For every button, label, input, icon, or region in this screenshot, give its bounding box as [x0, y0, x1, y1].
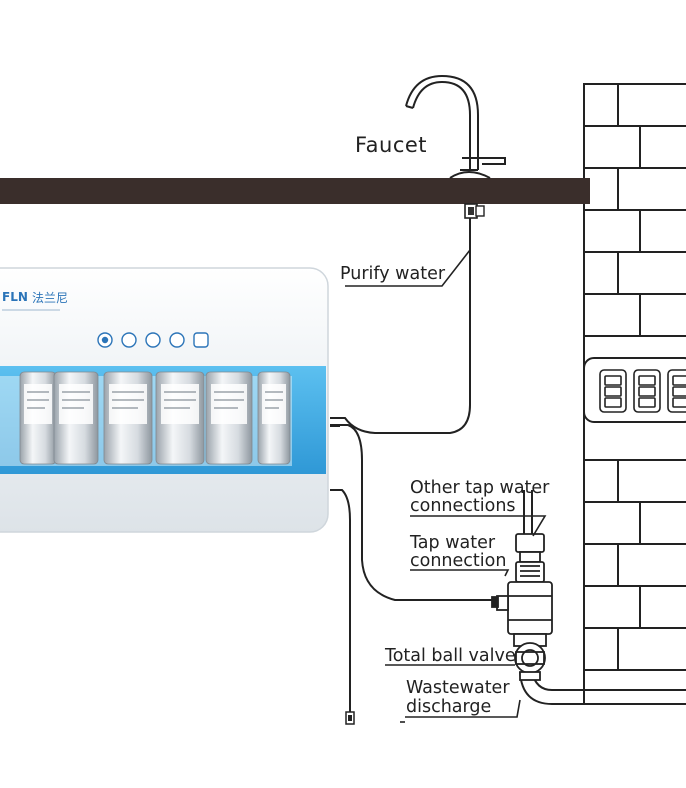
label-tap-water-line2: connection: [410, 551, 506, 571]
wall-switch-panel: [583, 357, 686, 423]
ball-valve-icon: [513, 633, 547, 681]
label-faucet: Faucet: [355, 133, 427, 157]
switch-3: [667, 369, 686, 413]
filter-cartridge-3: [103, 371, 153, 465]
filter-cartridge-5: [205, 371, 253, 465]
brand-logo: FLN: [2, 290, 28, 304]
filter-cartridge-1: [19, 371, 57, 465]
control-button-2: [121, 332, 137, 348]
filter-cartridges: [19, 371, 291, 465]
switch-1: [599, 369, 627, 413]
label-wastewater-line2: discharge: [406, 697, 491, 717]
filter-cartridge-6: [257, 371, 291, 465]
drain-clip: [345, 711, 355, 725]
brand-name: 法兰尼: [32, 291, 68, 305]
purified-water-pipe: [330, 218, 471, 434]
control-button-4: [169, 332, 185, 348]
leader-lines: [345, 249, 547, 723]
filter-cartridge-4: [155, 371, 205, 465]
label-other-tap-line2: connections: [410, 496, 516, 516]
control-buttons: [97, 332, 209, 348]
water-purifier: FLN 法兰尼: [0, 267, 329, 533]
filter-cartridge-2: [53, 371, 99, 465]
control-button-5: [193, 332, 209, 348]
label-tap-water-line1: Tap water: [409, 533, 496, 553]
label-wastewater-line1: Wastewater: [406, 678, 510, 698]
control-button-3: [145, 332, 161, 348]
countertop: [0, 178, 590, 204]
label-total-ball-valve: Total ball valve: [384, 646, 516, 666]
tap-water-pipe: [330, 424, 497, 601]
faucet-connector: [464, 203, 485, 219]
label-other-tap-line1: Other tap water: [410, 478, 550, 498]
wastewater-pipe: [330, 489, 351, 712]
switch-2: [633, 369, 661, 413]
tee-connector: [491, 533, 553, 635]
label-purify-water: Purify water: [340, 264, 446, 284]
faucet-icon: [405, 74, 506, 179]
